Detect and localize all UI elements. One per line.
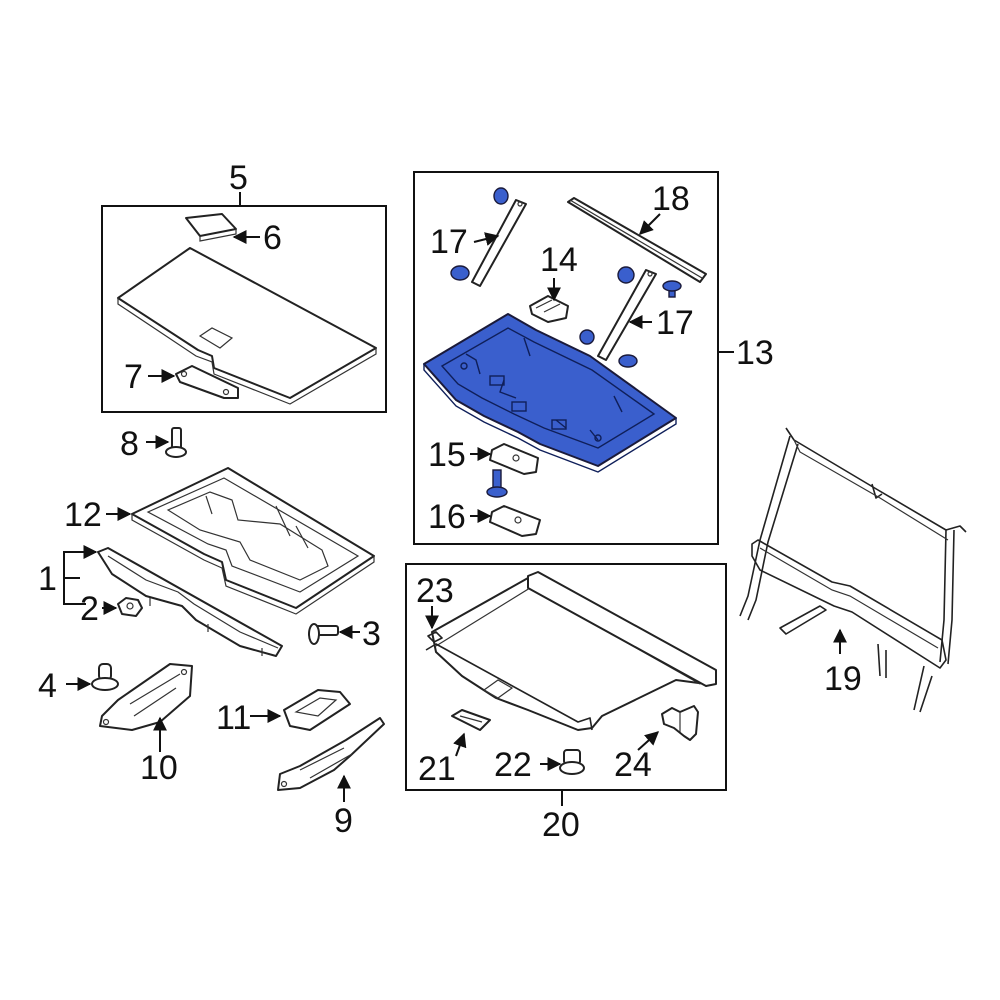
callout-12: 12 <box>64 496 102 534</box>
part-5-load-floor-panel[interactable] <box>117 247 377 405</box>
part-20-cargo-cover[interactable] <box>425 571 717 731</box>
callout-18: 18 <box>652 180 690 218</box>
part-9-bracket[interactable] <box>277 717 385 791</box>
part-22-nut[interactable] <box>559 749 585 775</box>
group-box-13 <box>413 171 719 545</box>
callout-21: 21 <box>418 750 456 788</box>
callout-14: 14 <box>540 241 578 279</box>
part-3-screw[interactable] <box>308 623 339 645</box>
part-14-bracket[interactable] <box>529 295 569 323</box>
part-13-highlighted-panel[interactable] <box>423 313 677 473</box>
part-12-storage-tray[interactable] <box>131 467 375 615</box>
callout-24: 24 <box>614 746 652 784</box>
part-8-bolt[interactable] <box>165 427 187 458</box>
callout-9: 9 <box>334 802 353 840</box>
part-2-nut[interactable] <box>117 597 143 617</box>
callout-1: 1 <box>38 560 57 598</box>
part-16-bracket[interactable] <box>489 505 541 537</box>
callout-4: 4 <box>38 667 57 705</box>
part-6-clip[interactable] <box>185 213 237 242</box>
part-16-bolt[interactable] <box>486 469 508 498</box>
part-1-scuff-plate[interactable] <box>97 547 283 657</box>
callout-7: 7 <box>124 358 143 396</box>
group-box-20 <box>405 563 727 791</box>
callout-2: 2 <box>80 590 99 628</box>
part-23-clip[interactable] <box>427 631 443 643</box>
part-21-cap[interactable] <box>451 709 491 731</box>
callout-8: 8 <box>120 425 139 463</box>
callout-22: 22 <box>494 746 532 784</box>
part-17-strip-right[interactable] <box>597 269 657 361</box>
callout-20: 20 <box>542 806 580 844</box>
callout-5: 5 <box>229 159 248 197</box>
part-17-strip-left[interactable] <box>471 199 527 287</box>
callout-17a: 17 <box>430 223 468 261</box>
callout-16: 16 <box>428 498 466 536</box>
part-7-bracket[interactable] <box>175 365 239 399</box>
callout-23: 23 <box>416 572 454 610</box>
group-box-5 <box>101 205 387 413</box>
callout-3: 3 <box>362 615 381 653</box>
callout-15: 15 <box>428 436 466 474</box>
part-19-cargo-net-frame[interactable] <box>739 427 967 713</box>
callout-17b: 17 <box>656 304 694 342</box>
part-4-push-pin[interactable] <box>91 663 119 691</box>
callout-6: 6 <box>263 219 282 257</box>
part-18-screw[interactable] <box>662 280 682 298</box>
part-18-rod[interactable] <box>567 197 707 283</box>
part-11-handle[interactable] <box>283 689 351 731</box>
part-10-bracket[interactable] <box>99 663 193 731</box>
part-24-bracket[interactable] <box>661 705 699 741</box>
callout-11: 11 <box>216 699 251 737</box>
part-17-fasteners[interactable] <box>450 187 638 368</box>
callout-19: 19 <box>824 660 862 698</box>
callout-13: 13 <box>736 334 774 372</box>
callout-10: 10 <box>140 749 178 787</box>
